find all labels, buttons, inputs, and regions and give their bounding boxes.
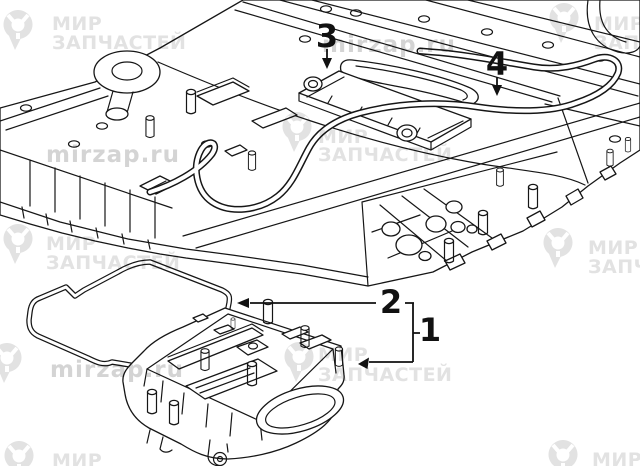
watermark-text: МИР (594, 13, 640, 35)
rear-bore-cluster (361, 137, 632, 287)
watermark-text: ЗАПЧАСТЕЙ (318, 363, 452, 386)
callout-1-arrow (358, 357, 369, 369)
watermark-text: ЗАПЧАСТЕЙ (594, 31, 640, 54)
watermark-text: МИР (592, 449, 640, 466)
watermark-text: МИР (52, 450, 102, 466)
callout-2-label: 2 (380, 283, 402, 321)
callouts: 3 4 2 1 (237, 17, 508, 369)
connector-oval (255, 385, 345, 435)
watermark-text: МИР (46, 233, 96, 255)
callout-1-label: 1 (419, 311, 441, 349)
watermark-logo: МИР ЗАПЧАСТЕЙ (541, 226, 640, 278)
watermark-logo: МИР ЗАПЧАСТЕЙ (280, 110, 452, 166)
callout-3: 3 (316, 17, 338, 69)
transmission-case-assembly (0, 0, 640, 287)
watermark-text: ЗАПЧАСТЕЙ (318, 143, 452, 166)
watermark-logo: МИР ЗАПЧАСТЕЙ (282, 340, 452, 386)
watermark-url-text: mirzap.ru (322, 32, 456, 58)
watermark-logo: МИР ЗАПЧАСТЕЙ (1, 222, 180, 274)
watermark-text: ЗАПЧАСТЕЙ (588, 255, 640, 278)
watermark-logo: МИР ЗАПЧАСТЕЙ (1, 8, 186, 54)
watermark-text: МИР (318, 126, 368, 148)
watermark-logo: МИР ЗАПЧАСТЕЙ (547, 1, 640, 54)
watermark-logo: МИР (2, 439, 102, 466)
callout-2-arrow (237, 298, 249, 308)
watermark-url: mirzap.ru mirzap.ru mirzap.ru (0, 32, 456, 385)
control-module-part-1 (122, 298, 345, 466)
callout-1: 1 (358, 302, 441, 369)
callout-3-arrow (322, 58, 332, 69)
watermark-text: ЗАПЧАСТЕЙ (52, 31, 186, 54)
watermark-text: ЗАПЧАСТЕЙ (46, 251, 180, 274)
tow-eye-boss (93, 50, 161, 121)
callout-2: 2 (237, 283, 402, 321)
watermark-logo: МИР (546, 438, 640, 466)
watermark-text: МИР (588, 237, 638, 259)
callout-4-label: 4 (486, 45, 508, 83)
watermark-url-text: mirzap.ru (50, 357, 184, 383)
watermark-url-text: mirzap.ru (46, 142, 180, 168)
watermark-text: МИР (318, 344, 368, 366)
callout-4-arrow (492, 85, 502, 96)
callout-4: 4 (486, 45, 508, 96)
harness-tube-part-4 (146, 47, 623, 213)
callout-1-bracket (369, 302, 420, 363)
callout-3-label: 3 (316, 17, 338, 55)
watermark-text: МИР (52, 13, 102, 35)
mounting-tab (146, 429, 229, 466)
